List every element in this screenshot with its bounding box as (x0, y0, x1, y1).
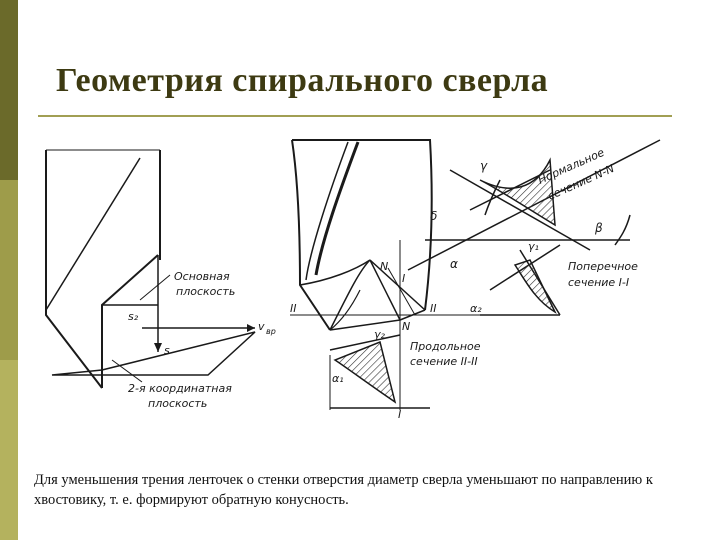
n-mid-label: N (402, 320, 410, 333)
cross-section (480, 244, 561, 316)
side-bar-middle (0, 180, 18, 360)
v-label: v (258, 320, 265, 333)
ii-right-label: II (430, 302, 437, 315)
longitudinal-section-labels: Продольное сечение II-II γ₂ α₁ (332, 328, 481, 385)
left-figure-labels: Основная плоскость s₂ s v вр 2-я координ… (128, 270, 276, 410)
main-plane-label-2: плоскость (176, 285, 235, 298)
n-top-label: N (380, 260, 388, 273)
left-drill-figure (45, 149, 256, 389)
coord-plane-label-2: плоскость (148, 397, 207, 410)
s-label: s (164, 344, 170, 357)
i-top-label: I (402, 272, 405, 285)
cross-section-label-2: сечение I-I (568, 276, 629, 289)
title-divider (38, 115, 672, 117)
drill-geometry-diagram: Основная плоскость s₂ s v вр 2-я координ… (45, 139, 661, 420)
side-bar-top (0, 0, 18, 180)
caption-text: Для уменьшения трения ленточек о стенки … (34, 472, 653, 508)
gamma2-label: γ₂ (374, 328, 386, 341)
v-subscript-label: вр (266, 327, 276, 336)
i-bottom-label: I (398, 408, 401, 420)
alpha2-label: α₂ (470, 302, 482, 315)
long-section-label-1: Продольное (410, 340, 481, 353)
beta-label: β (594, 221, 603, 235)
delta-label: δ (430, 209, 437, 223)
main-plane-label-1: Основная (174, 270, 230, 283)
cross-section-labels: Поперечное сечение I-I γ₁ α₂ (470, 240, 638, 315)
side-bar-bottom (0, 360, 18, 540)
cross-section-label-1: Поперечное (568, 260, 638, 273)
gamma-label: γ (480, 159, 488, 173)
normal-section-labels: Нормальное сечение N-N δ α β γ (430, 146, 616, 271)
coord-plane-label-1: 2-я координатная (128, 382, 232, 395)
drill-tip-figure (290, 139, 480, 410)
long-section-label-2: сечение II-II (410, 355, 478, 368)
alpha1-label: α₁ (332, 372, 344, 385)
ii-left-label: II (290, 302, 297, 315)
page-title: Геометрия спирального сверла (56, 62, 549, 99)
s2-label: s₂ (128, 310, 139, 323)
alpha-label: α (450, 257, 458, 271)
section-marker-labels: N I II N II I (290, 260, 437, 420)
normal-section (407, 139, 661, 271)
gamma1-label: γ₁ (528, 240, 539, 253)
longitudinal-section (329, 334, 430, 410)
